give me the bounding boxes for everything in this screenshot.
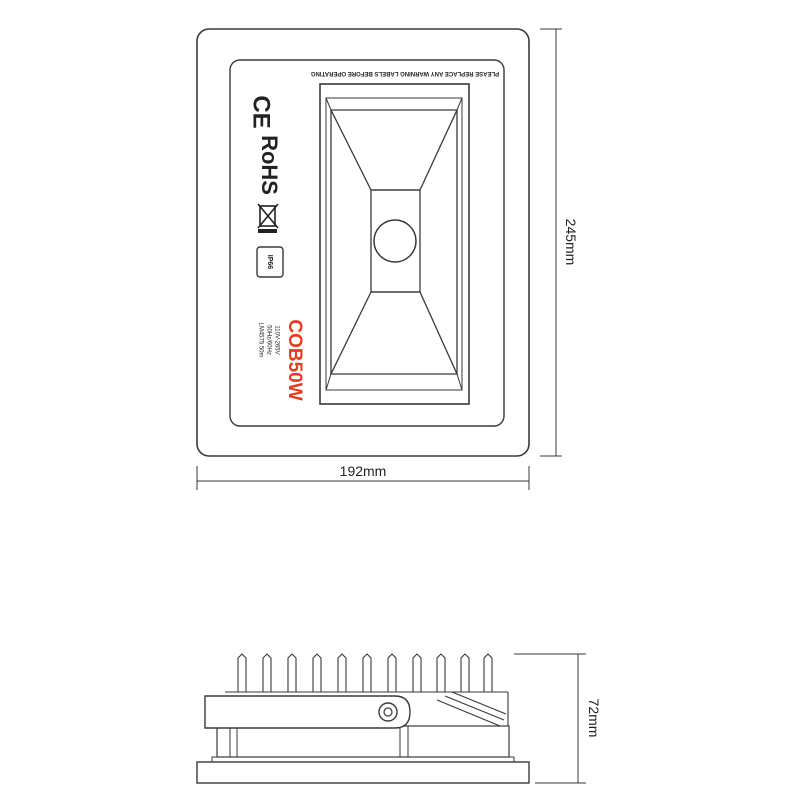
rohs-icon: RoHS <box>257 135 282 195</box>
heat-sink-fins <box>225 653 509 727</box>
base-plate <box>196 761 530 784</box>
led-chip <box>373 219 417 263</box>
model-name: COB50W <box>284 319 305 400</box>
spec-line-2: 50Hz/60Hz <box>265 325 271 355</box>
weee-bin-icon <box>257 203 279 233</box>
reflector-outer <box>319 83 470 405</box>
mounting-bracket <box>204 695 411 729</box>
ip-rating-icon: IP66 <box>256 246 284 278</box>
reflector-inner <box>329 109 459 191</box>
spec-line-1: 110V-265V <box>273 325 279 354</box>
width-label: 192mm <box>340 463 387 479</box>
reflector-inner-bottom <box>329 291 459 375</box>
svg-text:IP66: IP66 <box>266 255 273 270</box>
label-plate <box>229 59 505 427</box>
depth-label: 72mm <box>586 699 602 738</box>
front-view: PLEASE REPLACE ANY WARNING LABELS BEFORE… <box>196 28 579 490</box>
spec-line-3: LM4575 50m <box>257 322 263 357</box>
side-body <box>216 725 510 758</box>
height-label: 245mm <box>563 219 579 266</box>
depth-dimension: 72mm <box>514 653 602 784</box>
height-dimension: 245mm <box>540 28 579 457</box>
width-dimension: 192mm <box>196 463 530 490</box>
side-view: 72mm <box>196 653 602 784</box>
warning-text: PLEASE REPLACE ANY WARNING LABELS BEFORE… <box>311 70 500 76</box>
mounting-bolt-icon <box>378 702 398 722</box>
ce-mark-icon: CE <box>248 95 275 128</box>
led-chip-frame <box>370 189 421 293</box>
housing-outline <box>196 28 530 457</box>
